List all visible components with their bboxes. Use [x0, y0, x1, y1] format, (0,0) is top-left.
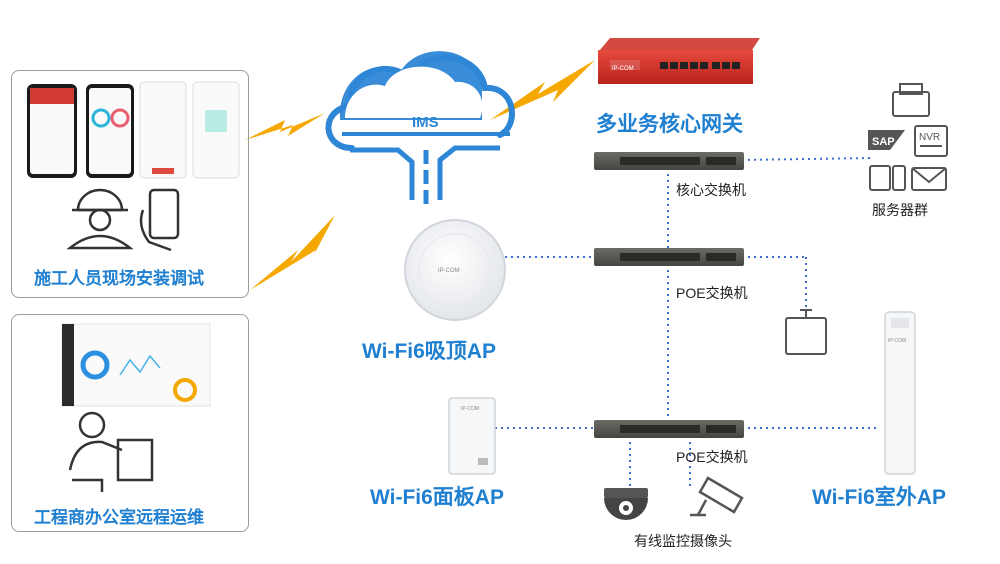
- connection-lines: [495, 157, 880, 490]
- dashboard-screen: [61, 323, 211, 407]
- onsite-panel-label: 施工人员现场安装调试: [34, 269, 204, 288]
- nvr-icon: [914, 125, 948, 157]
- sap-text: SAP: [872, 136, 895, 148]
- poe-switch-2-label: POE交换机: [676, 449, 748, 465]
- gateway-brand: IP-COM: [612, 66, 634, 72]
- ceiling-ap-brand: IP-COM: [438, 268, 460, 274]
- outdoor-ap-brand: IP-COM: [888, 338, 906, 344]
- dome-camera-icon: [604, 488, 648, 520]
- server-group: [868, 83, 948, 191]
- camera-label: 有线监控摄像头: [634, 533, 732, 549]
- panel-ap: [448, 397, 496, 475]
- nvr-text: NVR: [919, 132, 940, 143]
- bullet-camera-icon: [690, 476, 744, 517]
- lightning-icon: [250, 215, 335, 290]
- contacts-icon: [869, 165, 906, 191]
- core-switch-label: 核心交换机: [676, 182, 746, 198]
- server-group-label: 服务器群: [872, 202, 928, 218]
- ceiling-ap: [404, 219, 506, 321]
- remote-panel-label: 工程商办公室远程运维: [34, 508, 204, 527]
- lightning-icon: [245, 113, 325, 140]
- sap-icon: [868, 130, 905, 150]
- panel-ap-label: Wi-Fi6面板AP: [370, 486, 504, 509]
- office-worker-icon: [68, 411, 154, 492]
- core-switch: [594, 152, 744, 170]
- poe-switch-1: [594, 248, 744, 266]
- lightning-icon: [490, 60, 595, 120]
- phone-hand-icon: [139, 188, 180, 252]
- mobile-app-screens: [27, 81, 240, 179]
- core-gateway: [598, 38, 760, 84]
- wireless-links: [245, 60, 595, 290]
- gateway-label: 多业务核心网关: [596, 113, 743, 136]
- cloud-label: IMS: [412, 114, 439, 131]
- ims-cloud: [325, 51, 515, 204]
- outdoor-ap: [884, 311, 916, 475]
- ceiling-ap-label: Wi-Fi6吸顶AP: [362, 340, 496, 363]
- onsite-panel: [11, 70, 249, 298]
- fax-icon: [892, 83, 930, 117]
- outdoor-ap-label: Wi-Fi6室外AP: [812, 486, 946, 509]
- poe-switch-2: [594, 420, 744, 438]
- remote-panel: [11, 314, 249, 532]
- worker-icon: [66, 188, 134, 250]
- mail-icon: [911, 167, 947, 191]
- poe-switch-1-label: POE交换机: [676, 285, 748, 301]
- monitor-icon: [785, 309, 827, 355]
- panel-ap-brand: IP-COM: [461, 406, 479, 412]
